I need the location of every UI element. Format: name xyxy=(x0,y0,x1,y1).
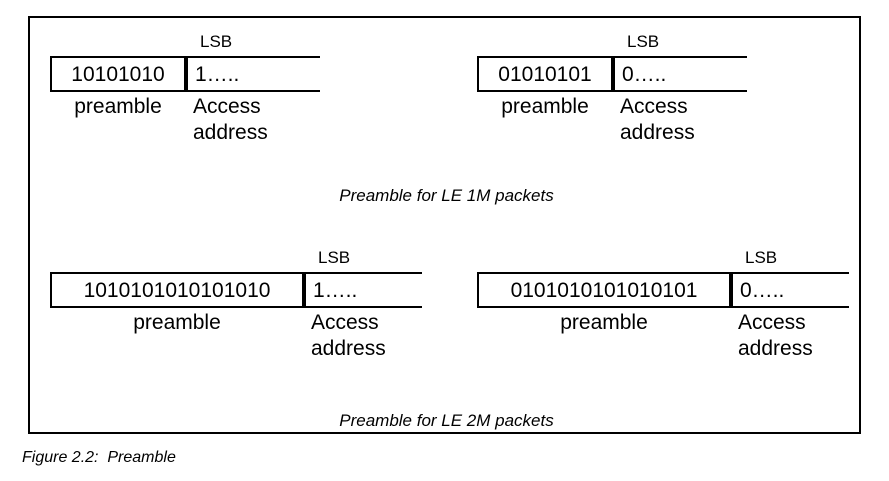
access-address-bits-cell: 1….. xyxy=(304,272,422,308)
access-address-label-line2: address xyxy=(193,121,268,144)
preamble-label: preamble xyxy=(501,95,589,118)
access-address-label-line1: Access xyxy=(311,311,379,334)
lsb-label: LSB xyxy=(318,248,351,267)
access-address-label-line1: Access xyxy=(738,311,806,334)
access-address-label: Access address xyxy=(613,94,747,146)
access-address-bits-cell: 0….. xyxy=(731,272,849,308)
access-address-label: Access address xyxy=(731,310,849,362)
access-address-label-line1: Access xyxy=(620,95,688,118)
preamble-bits-cell: 10101010 xyxy=(50,56,186,92)
preamble-bits-cell: 0101010101010101 xyxy=(477,272,731,308)
preamble-bits-cell: 1010101010101010 xyxy=(50,272,304,308)
section-caption-le-1m: Preamble for LE 1M packets xyxy=(339,186,554,205)
figure-caption: Figure 2.2: Preamble xyxy=(22,449,176,466)
preamble-label: preamble xyxy=(560,311,648,334)
preamble-label: preamble xyxy=(133,311,221,334)
access-address-label-line1: Access xyxy=(193,95,261,118)
access-address-label-line2: address xyxy=(311,337,386,360)
lsb-label: LSB xyxy=(745,248,778,267)
figure-border-box: LSB 10101010 1….. preamble Access addres… xyxy=(28,16,861,434)
lsb-label: LSB xyxy=(627,32,660,51)
preamble-bits-cell: 01010101 xyxy=(477,56,613,92)
preamble-label: preamble xyxy=(74,95,162,118)
access-address-bits-cell: 0….. xyxy=(613,56,747,92)
access-address-label-line2: address xyxy=(738,337,813,360)
access-address-label: Access address xyxy=(304,310,422,362)
access-address-bits-cell: 1….. xyxy=(186,56,320,92)
access-address-label-line2: address xyxy=(620,121,695,144)
lsb-label: LSB xyxy=(200,32,233,51)
section-caption-le-2m: Preamble for LE 2M packets xyxy=(339,411,554,430)
access-address-label: Access address xyxy=(186,94,320,146)
